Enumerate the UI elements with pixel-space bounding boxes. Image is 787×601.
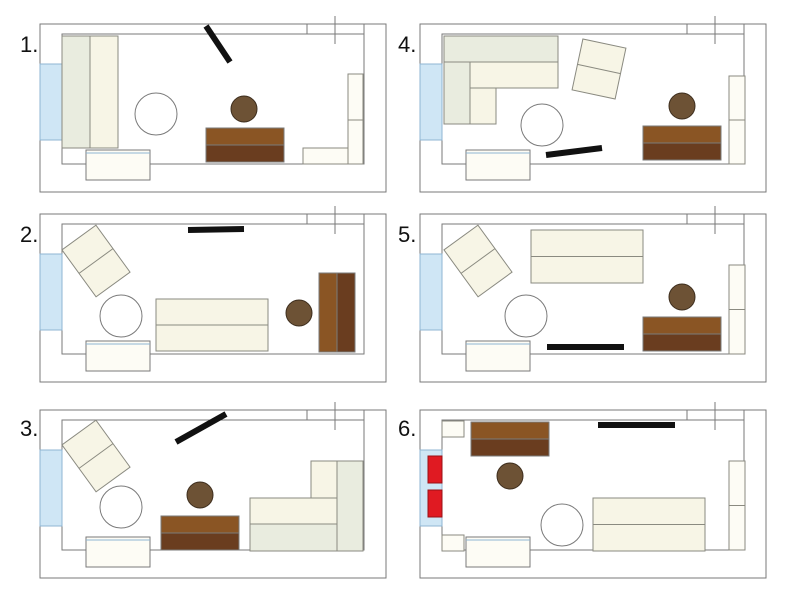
corner-sofa-seat <box>347 119 364 165</box>
sofa-back <box>89 35 119 149</box>
cabinet-front <box>642 333 722 352</box>
round-table-icon <box>540 503 584 547</box>
armchair-icon <box>61 419 131 493</box>
radiator-icon <box>85 340 151 372</box>
cabinet-front <box>160 532 240 551</box>
layout-label-1: 1. <box>20 32 39 57</box>
cabinet-front <box>205 144 285 163</box>
window-icon <box>39 63 63 141</box>
lamp-icon <box>668 92 696 120</box>
layout-label-3: 3. <box>20 416 39 441</box>
radiator-icon <box>465 340 531 372</box>
sofa-side <box>336 460 364 552</box>
sofa-icon <box>61 35 91 149</box>
radiator-icon <box>85 536 151 568</box>
round-table-icon <box>99 485 143 529</box>
lamp-icon <box>668 283 696 311</box>
side-table-icon <box>441 420 465 438</box>
radiator-icon <box>465 149 531 181</box>
cabinet-front <box>642 142 722 161</box>
lamp-icon <box>496 462 524 490</box>
lamp-icon <box>285 299 313 327</box>
red-seat-icon <box>427 489 443 518</box>
cabinet-icon <box>642 125 722 144</box>
radiator-icon <box>465 536 531 568</box>
corner-sofa-end <box>302 147 349 165</box>
sofa-icon <box>443 35 559 63</box>
cabinet-icon <box>470 421 550 440</box>
window-icon <box>39 253 63 331</box>
radiator-icon <box>85 149 151 181</box>
tv-icon <box>203 24 233 64</box>
tv-icon <box>174 411 228 445</box>
sofa-side <box>443 61 471 125</box>
armchair-seam <box>78 443 114 469</box>
sofa-seat <box>249 497 338 525</box>
layout-label-4: 4. <box>398 32 417 57</box>
round-table-icon <box>520 103 564 147</box>
round-table-icon <box>504 294 548 338</box>
armchair-seam <box>460 248 496 274</box>
layout-label-2: 2. <box>20 222 39 247</box>
armchair-icon <box>571 38 627 100</box>
tv-icon <box>545 145 603 158</box>
side-table-icon <box>441 534 465 552</box>
tv-icon <box>187 226 245 233</box>
corner-sofa-icon <box>347 73 364 121</box>
cabinet-icon <box>642 316 722 335</box>
armchair-seam <box>577 63 621 75</box>
round-table-icon <box>99 294 143 338</box>
cabinet-icon <box>160 515 240 534</box>
lamp-icon <box>186 481 214 509</box>
armchair-seam <box>78 248 114 274</box>
sofa-seat-corner <box>469 87 497 125</box>
round-table-icon <box>134 92 178 136</box>
armchair-icon <box>61 224 131 298</box>
layout-label-5: 5. <box>398 222 417 247</box>
red-seat-icon <box>427 455 443 484</box>
window-icon <box>419 253 443 331</box>
window-icon <box>39 449 63 527</box>
layout-label-6: 6. <box>398 416 417 441</box>
armchair-icon <box>443 224 513 298</box>
lamp-icon <box>230 95 258 123</box>
sofa-seat <box>469 61 559 89</box>
window-icon <box>419 63 443 141</box>
cabinet-icon <box>318 272 338 353</box>
cabinet-front <box>470 438 550 457</box>
cabinet-front <box>336 272 356 353</box>
cabinet-icon <box>205 127 285 146</box>
